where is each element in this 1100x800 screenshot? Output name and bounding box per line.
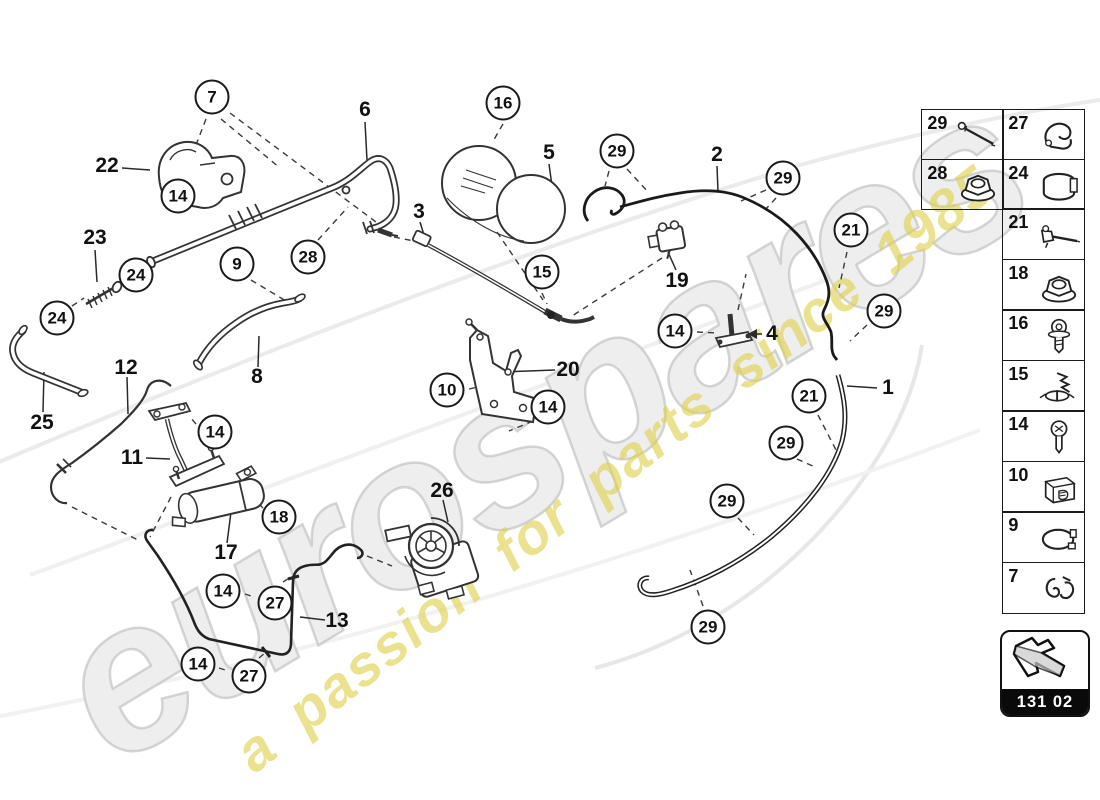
callout-circle-14[interactable]: 14 [180,646,216,682]
sidebar-item-29[interactable]: 29 [921,109,1004,161]
part-label-25: 25 [30,411,54,434]
flange-nut-icon [955,168,1001,206]
callout-circle-14[interactable]: 14 [657,313,693,349]
pin-screw-icon [955,118,1001,156]
sidebar-item-27[interactable]: 27 [1002,109,1085,161]
clamp-icon [1036,168,1082,206]
part-number: 29 [927,113,948,134]
sensor-box-icon [1036,470,1082,508]
part-label-2: 2 [711,143,723,166]
sidebar-item-24[interactable]: 24 [1002,158,1085,210]
sidebar-item-16[interactable]: 16 [1002,309,1085,362]
callout-circle-27[interactable]: 27 [231,658,267,694]
part-number: 15 [1008,363,1029,384]
part-label-22: 22 [95,154,119,177]
callout-circle-27[interactable]: 27 [257,585,293,621]
part-label-8: 8 [251,365,263,388]
part-label-13: 13 [325,609,349,632]
callout-circle-29[interactable]: 29 [690,609,726,645]
sidebar-item-7[interactable]: 7 [1002,561,1085,614]
part-label-12: 12 [114,356,138,379]
sidebar-item-28[interactable]: 28 [921,158,1004,210]
part-number: 10 [1008,464,1029,485]
page-nav-box[interactable]: 131 02 [1000,630,1090,717]
part-number: 7 [1008,565,1019,586]
part-label-17: 17 [214,541,238,564]
callout-circle-29[interactable]: 29 [866,293,902,329]
callout-circle-18[interactable]: 18 [261,499,297,535]
sidebar-item-15[interactable]: 15 [1002,359,1085,412]
callout-circle-16[interactable]: 16 [485,85,521,121]
part-number: 21 [1008,212,1029,233]
hose-clamp-icon [1036,521,1082,559]
part-label-26: 26 [430,479,454,502]
part-number: 14 [1008,414,1029,435]
callout-circle-24[interactable]: 24 [39,300,75,336]
part-label-23: 23 [83,226,107,249]
part-label-19: 19 [665,269,689,292]
callout-circle-10[interactable]: 10 [429,372,465,408]
part-label-1: 1 [882,376,894,399]
part-number: 18 [1008,262,1029,283]
callout-circle-14[interactable]: 14 [205,573,241,609]
part-label-11: 11 [120,446,144,469]
callout-circle-14[interactable]: 14 [530,389,566,425]
part-number: 16 [1008,313,1029,334]
callout-circle-9[interactable]: 9 [219,246,255,282]
part-number: 27 [1008,113,1029,134]
sidebar-parts-grid: 29 27 28 24 [921,109,1085,210]
callout-circle-29[interactable]: 29 [709,483,745,519]
part-label-5: 5 [543,141,555,164]
page-code: 131 02 [1002,689,1088,715]
sidebar-item-10[interactable]: 10 [1002,460,1085,513]
back-arrow-icon [1002,632,1088,688]
callout-circle-14[interactable]: 14 [160,178,196,214]
sidebar-item-9[interactable]: 9 [1002,511,1085,564]
torx-screw-icon [1036,319,1082,357]
callout-circle-21[interactable]: 21 [833,212,869,248]
sidebar-item-14[interactable]: 14 [1002,410,1085,463]
callout-circle-29[interactable]: 29 [768,425,804,461]
part-label-4: 4 [766,322,778,345]
double-clip-icon [1036,571,1082,609]
callout-circle-28[interactable]: 28 [290,239,326,275]
sidebar-item-18[interactable]: 18 [1002,258,1085,311]
pan-screw-icon [1036,420,1082,458]
callout-circle-14[interactable]: 14 [197,414,233,450]
callout-circle-7[interactable]: 7 [194,79,230,115]
spring-clip-icon [1036,118,1082,156]
callout-circle-24[interactable]: 24 [118,257,154,293]
callout-circle-29[interactable]: 29 [599,133,635,169]
callout-circle-21[interactable]: 21 [791,378,827,414]
part-label-20: 20 [556,358,580,381]
part-label-6: 6 [359,98,371,121]
sidebar-parts-column: 21 18 16 15 14 10 9 7 [1002,208,1085,614]
callout-circle-29[interactable]: 29 [765,160,801,196]
part-label-3: 3 [413,200,425,223]
sidebar-item-21[interactable]: 21 [1002,208,1085,261]
part-number: 9 [1008,515,1019,536]
screw-clip-icon [1036,218,1082,256]
fir-clip-icon [1036,369,1082,407]
callout-circle-15[interactable]: 15 [524,254,560,290]
part-number: 24 [1008,162,1029,183]
flange-nut-icon [1036,268,1082,306]
part-number: 28 [927,162,948,183]
